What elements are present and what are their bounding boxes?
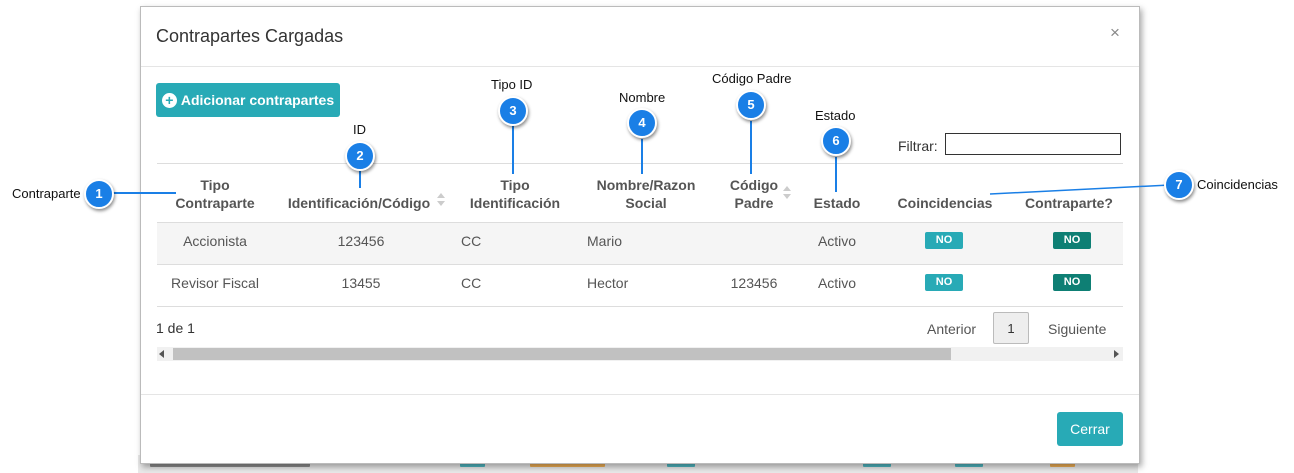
column-header-coincidencias[interactable]: Coincidencias [897, 195, 993, 211]
callout-label: Código Padre [712, 71, 792, 86]
column-header-tipo-contraparte[interactable]: Tipo Contraparte [175, 177, 255, 211]
column-header-codigo-padre[interactable]: Código Padre [729, 177, 779, 211]
callout-label: Coincidencias [1197, 177, 1278, 192]
pagination-info: 1 de 1 [156, 320, 195, 336]
column-header-tipo-identificacion[interactable]: Tipo Identificación [469, 177, 561, 211]
column-header-contraparte[interactable]: Contraparte? [1025, 195, 1113, 211]
counterparts-table: Tipo Contraparte Identificación/Código T… [157, 163, 1123, 308]
close-icon[interactable]: × [1110, 23, 1120, 42]
callout-connector [750, 121, 752, 174]
coincidencias-badge[interactable]: NO [925, 274, 963, 291]
callout-badge: 5 [736, 90, 766, 120]
table-divider [157, 306, 1123, 307]
add-counterparts-button[interactable]: + Adicionar contrapartes [156, 83, 340, 117]
table-divider [157, 264, 1123, 265]
cell-nombre: Hector [587, 275, 629, 291]
scrollbar-thumb[interactable] [173, 348, 951, 360]
scroll-left-icon[interactable] [159, 350, 164, 358]
callout-badge: 3 [498, 96, 528, 126]
add-counterparts-label: Adicionar contrapartes [180, 92, 335, 108]
callout-badge: 4 [627, 108, 657, 138]
filter-label: Filtrar: [898, 138, 938, 154]
sort-icon[interactable] [783, 186, 791, 200]
callout-badge: 7 [1164, 170, 1194, 200]
sort-icon[interactable] [437, 193, 445, 207]
callout-label: Nombre [619, 90, 666, 105]
modal-footer-divider [141, 394, 1139, 395]
callout-badge: 1 [84, 179, 114, 209]
callout-badge: 6 [821, 126, 851, 156]
cell-tipo-id: CC [461, 233, 482, 249]
column-header-nombre[interactable]: Nombre/Razon Social [596, 177, 696, 211]
callout-connector [112, 192, 176, 194]
callout-connector [359, 170, 361, 188]
modal-header: Contrapartes Cargadas × [141, 7, 1139, 67]
modal-dialog: Contrapartes Cargadas × + Adicionar cont… [140, 6, 1140, 464]
filter-input[interactable] [945, 133, 1121, 155]
column-header-identificacion[interactable]: Identificación/Código [287, 195, 431, 211]
callout-label: Estado [815, 108, 856, 123]
cell-nombre: Mario [587, 233, 623, 249]
cell-estado: Activo [817, 233, 857, 249]
scroll-right-icon[interactable] [1114, 350, 1119, 358]
plus-circle-icon: + [161, 92, 177, 108]
cell-tipo: Accionista [183, 233, 247, 249]
callout-label: Tipo ID [491, 77, 533, 92]
coincidencias-badge[interactable]: NO [925, 232, 963, 249]
callout-connector [512, 124, 514, 174]
close-button[interactable]: Cerrar [1057, 412, 1123, 446]
next-page-button[interactable]: Siguiente [1048, 321, 1107, 337]
cell-estado: Activo [817, 275, 857, 291]
cell-codigo-padre: 123456 [730, 275, 778, 291]
callout-connector [835, 157, 837, 192]
table-divider [157, 222, 1123, 223]
modal-title: Contrapartes Cargadas [156, 26, 344, 46]
callout-badge: 2 [345, 141, 375, 171]
cell-tipo: Revisor Fiscal [171, 275, 259, 291]
callout-connector [989, 184, 1171, 195]
horizontal-scrollbar[interactable] [157, 347, 1123, 361]
callout-label: Contraparte [12, 186, 81, 201]
callout-connector [641, 139, 643, 174]
cell-id: 13455 [341, 275, 381, 291]
contraparte-badge[interactable]: NO [1053, 232, 1091, 249]
column-header-estado[interactable]: Estado [813, 195, 861, 211]
callout-label: ID [353, 122, 366, 137]
contraparte-badge[interactable]: NO [1053, 274, 1091, 291]
cell-tipo-id: CC [461, 275, 482, 291]
page-1-button[interactable]: 1 [993, 312, 1029, 344]
previous-page-button[interactable]: Anterior [927, 321, 977, 337]
cell-id: 123456 [337, 233, 385, 249]
